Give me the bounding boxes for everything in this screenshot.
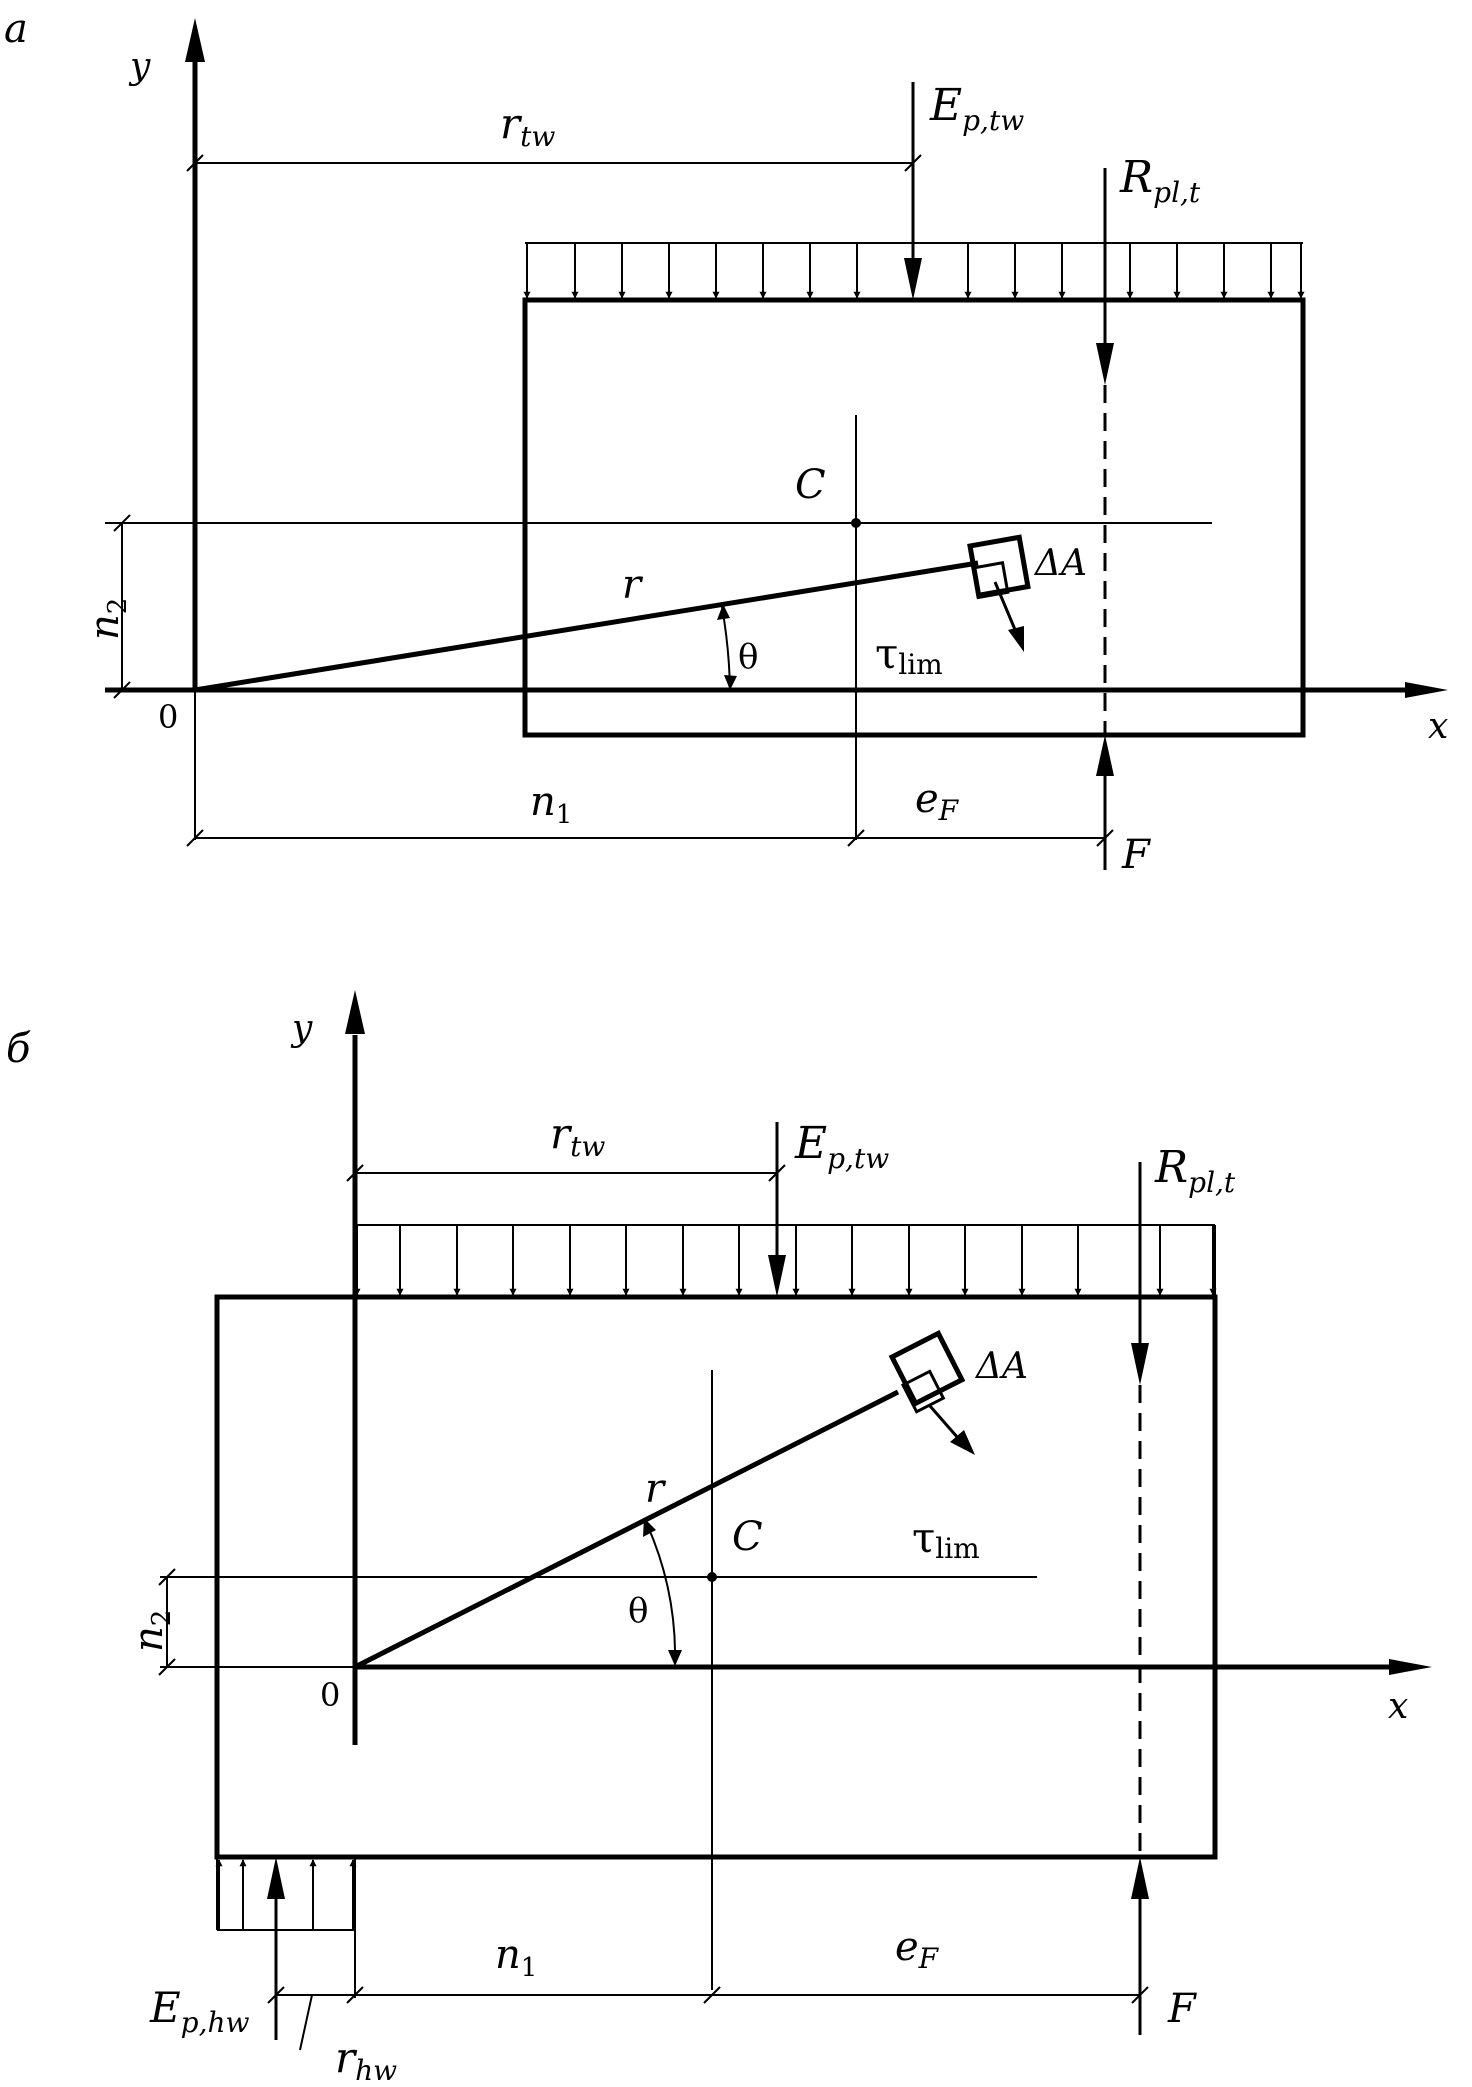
panel-b-rtw-label: rtw [550,1109,605,1163]
panel-a-theta-label: θ [738,637,758,677]
panel-b: б y x 0 [6,990,1432,2087]
panel-a-marker: а [4,6,28,52]
panel-b-radius-line [353,1389,900,1670]
panel-b-delta-a-element [888,1330,975,1455]
panel-b-n2-label: n2 [126,1610,177,1652]
panel-b-bottom-dimension [267,1857,1149,2051]
panel-b-rtw-dimension [346,1164,786,1182]
panel-b-bottom-distributed-load [215,1857,357,1931]
panel-a-block [522,297,1306,738]
panel-a-delta-a-element [967,534,1031,652]
panel-a-y-axis [185,18,205,692]
panel-b-rhw-label: rhw [335,2033,397,2087]
panel-a-delta-a-label: ΔA [1033,543,1087,584]
panel-a-rpl-label: Rpl,t [1119,152,1201,209]
panel-b-distributed-load [353,1224,1217,1297]
panel-a-radius-label: r [622,562,644,608]
panel-b-marker: б [6,1026,31,1072]
panel-b-radius-label: r [645,1466,667,1512]
panel-a: а y x 0 [4,6,1448,878]
panel-a-n1-label: n1 [530,779,572,830]
panel-b-x-axis [355,1659,1432,1675]
panel-a-bottom-dimension [186,692,1114,847]
panel-a-f-force-arrow [1096,735,1114,870]
panel-b-eh-label: Ep,hw [149,1983,250,2039]
panel-a-f-label: F [1121,832,1151,878]
panel-b-n1-label: n1 [495,1932,537,1983]
panel-a-theta-arc [717,604,737,691]
panel-b-centroid-label: C [732,1514,763,1560]
panel-a-ep-force-arrow [904,82,922,300]
panel-b-tau-label: τlim [912,1513,980,1565]
panel-a-ef-label: eF [915,776,960,827]
panel-a-rpl-force-arrow [1096,168,1114,735]
panel-a-origin-label: 0 [158,698,178,736]
panel-b-theta-label: θ [628,1591,648,1631]
panel-b-ep-label: Ep,tw [794,1118,889,1175]
panel-b-eh-force-arrow [267,1857,285,2040]
panel-b-rpl-force-arrow [1131,1162,1149,1857]
panel-a-tau-label: τlim [875,629,943,681]
panel-a-n2-label: n2 [82,598,133,640]
panel-b-x-label: x [1388,1686,1408,1727]
panel-b-f-force-arrow [1131,1857,1149,2035]
panel-a-ep-label: Ep,tw [929,80,1024,137]
panel-b-y-label: y [290,1008,313,1049]
panel-a-centroid-point [851,518,861,528]
panel-b-ep-force-arrow [768,1122,786,1297]
panel-b-origin-label: 0 [320,1676,340,1714]
panel-a-centroid-label: C [795,462,826,508]
panel-b-delta-a-label: ΔA [974,1346,1028,1387]
panel-a-n2-dimension [113,514,131,699]
panel-a-y-label: y [128,46,151,87]
panel-a-radius-line [194,560,979,693]
panel-a-x-label: x [1428,706,1448,747]
panel-b-n2-dimension [158,1568,355,1676]
panel-b-rpl-label: Rpl,t [1154,1142,1236,1199]
panel-b-ef-label: eF [895,1924,940,1975]
panel-a-rtw-label: rtw [500,99,555,153]
panel-a-x-axis [105,682,1448,698]
panel-b-f-label: F [1167,1986,1197,2032]
panel-a-rtw-dimension [186,154,922,172]
panel-b-centroid-point [707,1572,717,1582]
panel-b-y-axis [345,990,365,1745]
panel-b-theta-arc [643,1518,682,1666]
